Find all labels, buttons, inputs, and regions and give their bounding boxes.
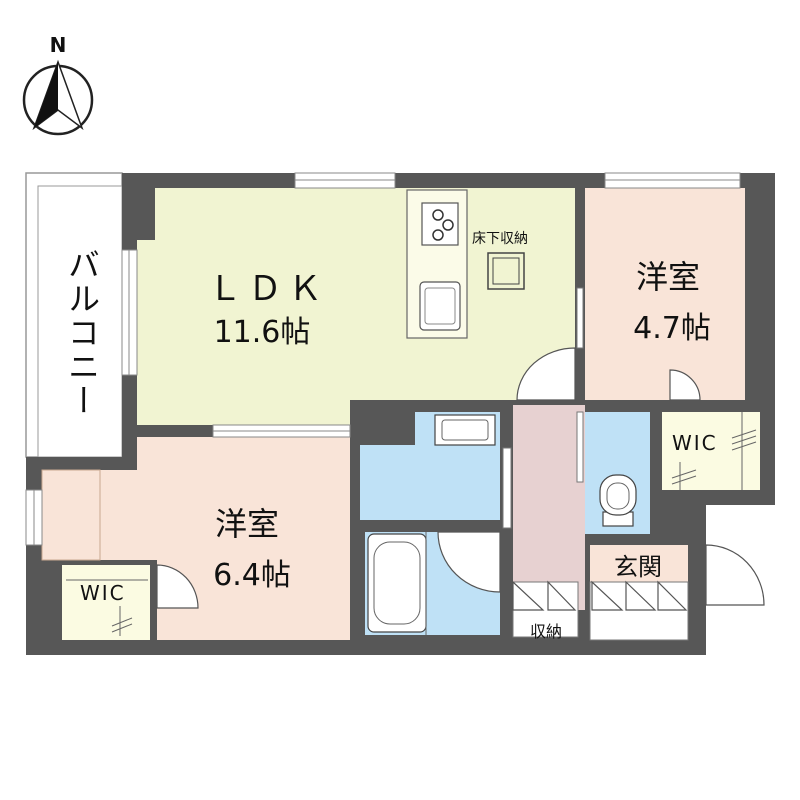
compass: N <box>22 33 94 136</box>
wic-south-label: WIC <box>80 581 126 605</box>
toilet-icon <box>599 474 637 527</box>
sliding-doors <box>502 287 584 529</box>
balcony: バルコニー <box>25 172 123 458</box>
compass-arrow-fill <box>34 62 58 128</box>
compass-label: N <box>50 33 67 57</box>
western-south-size: 6.4帖 <box>213 558 291 593</box>
western-north-name: 洋室 <box>636 258 700 296</box>
washbasin-icon <box>434 414 496 446</box>
ldk-size: 11.6帖 <box>214 315 311 350</box>
underfloor-hatch <box>487 252 525 290</box>
western-south-name: 洋室 <box>215 505 279 543</box>
hallway <box>513 405 585 610</box>
doors <box>156 347 765 611</box>
kitchen-counter <box>406 189 468 339</box>
western-room-south <box>42 437 350 640</box>
shoe-cabinet <box>589 581 689 641</box>
windows <box>25 172 741 546</box>
entrance-label: 玄関 <box>614 553 662 581</box>
western-north-size: 4.7帖 <box>633 311 711 346</box>
underfloor-storage-label: 床下収納 <box>472 231 528 247</box>
wic-north <box>662 412 760 490</box>
bathtub-icon <box>367 533 427 633</box>
wic-north-label: WIC <box>672 431 718 455</box>
sink-icon <box>419 281 461 331</box>
storage-label: 収納 <box>530 622 562 641</box>
balcony-label: バルコニー <box>63 248 101 418</box>
ldk-name: ＬＤＫ <box>208 269 328 309</box>
wic-south <box>62 565 150 640</box>
